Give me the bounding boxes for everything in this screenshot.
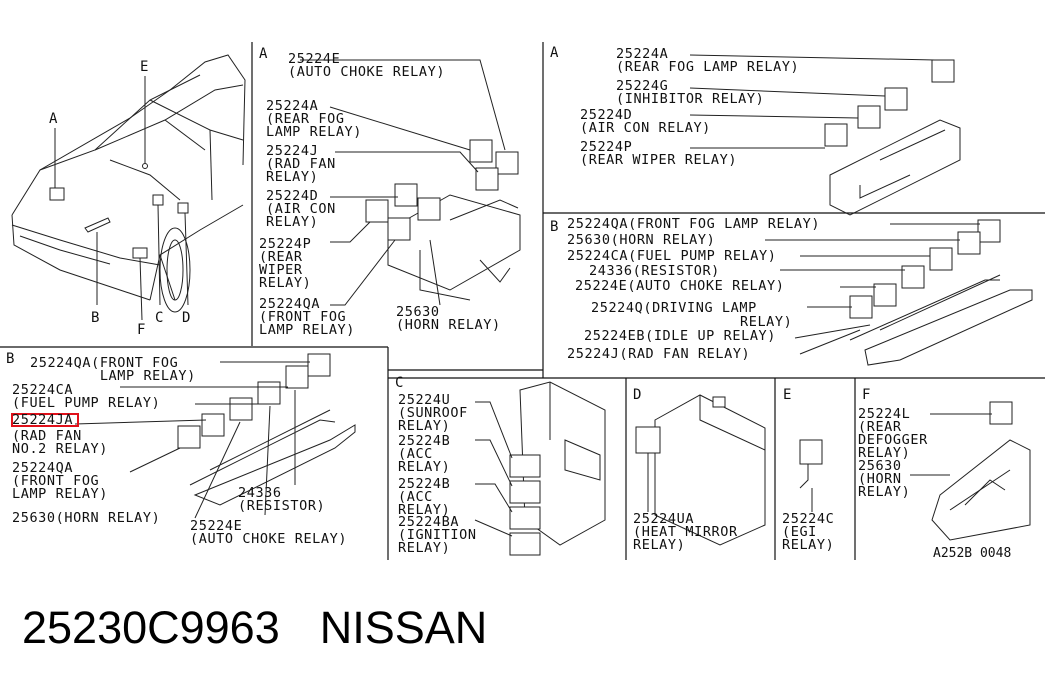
panel-e-label-egi-relay: 25224C (EGI RELAY) bbox=[782, 511, 835, 553]
panel-c-letter: C bbox=[395, 375, 404, 391]
panel-a2-label-rear-fog-lamp-relay: 25224A (REAR FOG LAMP RELAY) bbox=[616, 46, 800, 75]
panel-b2-label-driving-lamp: 25224Q(DRIVING LAMP bbox=[591, 300, 757, 316]
panel-b2-label-driving-lamp-relay: RELAY) bbox=[740, 314, 793, 330]
panel-c-label-sunroof-relay: 25224U (SUNROOF RELAY) bbox=[398, 392, 468, 434]
panel-b2-label-auto-choke-relay: 25224E(AUTO CHOKE RELAY) bbox=[575, 278, 785, 294]
location-letter-a: A bbox=[49, 111, 58, 127]
location-letter-e: E bbox=[140, 59, 149, 75]
panel-b2-label-idle-up-relay: 25224EB(IDLE UP RELAY) bbox=[584, 328, 777, 344]
panel-f-letter: F bbox=[862, 387, 871, 403]
panel-e-module bbox=[799, 439, 823, 489]
footer-caption: 25230C9963 NISSAN bbox=[22, 602, 487, 654]
panel-b1-leaders bbox=[74, 361, 310, 519]
panel-b1-label-rad-fan-no2-relay: (RAD FAN NO.2 RELAY) bbox=[12, 428, 109, 457]
panel-a2-leaders bbox=[689, 54, 936, 149]
panel-a2-label-inhibitor-relay: 25224G (INHIBITOR RELAY) bbox=[616, 78, 765, 107]
panel-d-letter: D bbox=[633, 387, 642, 403]
panel-a1-label-front-fog-lamp-relay: 25224QA (FRONT FOG LAMP RELAY) bbox=[259, 296, 356, 338]
panel-b1-label-resistor: 24336 (RESISTOR) bbox=[238, 485, 326, 514]
part-number: 25230C9963 bbox=[22, 602, 280, 653]
panel-a1-module bbox=[365, 139, 521, 301]
panel-c-module bbox=[509, 381, 606, 556]
panel-b1-label-fuel-pump-relay: 25224CA (FUEL PUMP RELAY) bbox=[12, 382, 161, 411]
panel-b1-label-front-fog-lamp-relay: 25224QA(FRONT FOG LAMP RELAY) bbox=[30, 355, 196, 384]
diagram-linework bbox=[0, 42, 1045, 560]
brand-name: NISSAN bbox=[319, 602, 488, 653]
panel-a2-label-rear-wiper-relay: 25224P (REAR WIPER RELAY) bbox=[580, 139, 738, 168]
car-outline bbox=[11, 54, 246, 313]
panel-a2-letter: A bbox=[550, 45, 559, 61]
panel-f-module bbox=[931, 401, 1031, 541]
panel-f-label-defogger-horn-relay: 25224L (REAR DEFOGGER RELAY) 25630 (HORN… bbox=[858, 406, 928, 500]
location-letter-c: C bbox=[155, 310, 164, 326]
panel-a1-label-rad-fan-relay: 25224J (RAD FAN RELAY) bbox=[266, 143, 336, 185]
panel-c-label-acc-relay-2: 25224B (ACC RELAY) bbox=[398, 476, 451, 518]
panel-a1-label-rear-fog-lamp-relay: 25224A (REAR FOG LAMP RELAY) bbox=[266, 98, 363, 140]
panel-b2-label-horn-relay: 25630(HORN RELAY) bbox=[567, 232, 716, 248]
panel-b2-label-resistor: 24336(RESISTOR) bbox=[589, 263, 720, 279]
panel-b2-label-front-fog-lamp-relay: 25224QA(FRONT FOG LAMP RELAY) bbox=[567, 216, 821, 232]
location-letter-b: B bbox=[91, 310, 100, 326]
panel-frame bbox=[0, 42, 1045, 560]
relay-location-diagram: E A B C D F A 25224E (AUTO CHOKE RELAY) … bbox=[0, 42, 1045, 561]
diagram-code: A252B 0048 bbox=[933, 546, 1012, 561]
panel-d-module bbox=[635, 394, 766, 546]
panel-a1-letter: A bbox=[259, 46, 268, 62]
panel-c-leaders bbox=[474, 401, 513, 537]
panel-c-label-ignition-relay: 25224BA (IGNITION RELAY) bbox=[398, 514, 477, 556]
panel-f-leaders bbox=[910, 413, 992, 476]
panel-a2-label-air-con-relay: 25224D (AIR CON RELAY) bbox=[580, 107, 711, 136]
location-letter-d: D bbox=[182, 310, 191, 326]
overview-leaders bbox=[54, 76, 189, 321]
panel-a1-label-auto-choke-relay: 25224E (AUTO CHOKE RELAY) bbox=[288, 51, 446, 80]
panel-b2-letter: B bbox=[550, 219, 559, 235]
panel-d-label-heat-mirror-relay: 25224UA (HEAT MIRROR RELAY) bbox=[633, 511, 738, 553]
panel-a1-label-rear-wiper-relay: 25224P (REAR WIPER RELAY) bbox=[259, 236, 312, 291]
panel-b1-label-horn-relay: 25630(HORN RELAY) bbox=[12, 510, 161, 526]
panel-b2-label-fuel-pump-relay: 25224CA(FUEL PUMP RELAY) bbox=[567, 248, 777, 264]
panel-b2-leaders bbox=[765, 223, 980, 355]
panel-a2-module bbox=[824, 59, 961, 216]
panel-b1-label-front-fog-lamp-relay-2: 25224QA (FRONT FOG LAMP RELAY) bbox=[12, 460, 109, 502]
panel-b2-module bbox=[849, 219, 1033, 366]
panel-b1-label-auto-choke-relay: 25224E (AUTO CHOKE RELAY) bbox=[190, 518, 348, 547]
panel-b2-label-rad-fan-relay: 25224J(RAD FAN RELAY) bbox=[567, 346, 751, 362]
location-letter-f: F bbox=[137, 322, 146, 338]
panel-a1-leaders bbox=[300, 59, 506, 306]
overview-parts bbox=[49, 163, 189, 259]
panel-a1-label-horn-relay: 25630 (HORN RELAY) bbox=[396, 304, 501, 333]
panel-e-letter: E bbox=[783, 387, 792, 403]
highlight-box bbox=[11, 413, 79, 427]
panel-b1-letter: B bbox=[6, 351, 15, 367]
panel-b1-label-highlighted-part: 25224JA bbox=[12, 412, 74, 428]
panel-c-label-acc-relay: 25224B (ACC RELAY) bbox=[398, 433, 451, 475]
panel-a1-label-air-con-relay: 25224D (AIR CON RELAY) bbox=[266, 188, 336, 230]
